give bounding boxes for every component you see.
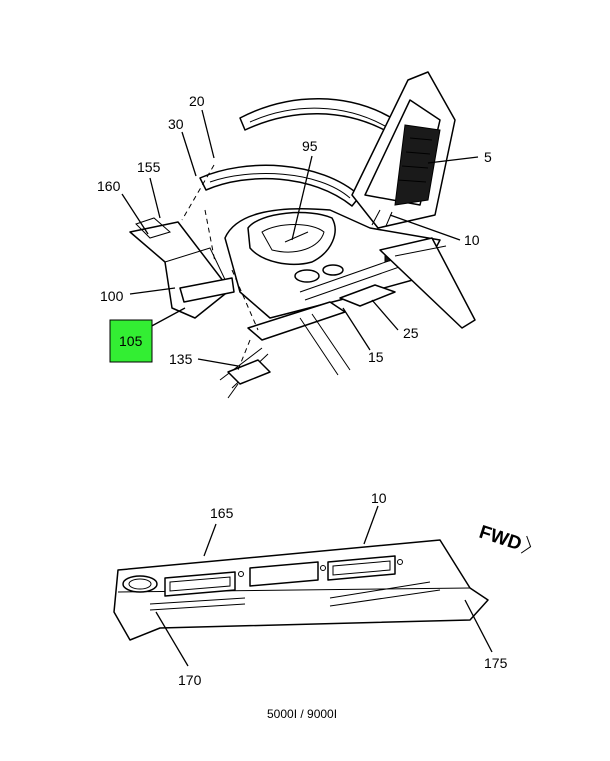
callout-175: 175 (484, 655, 508, 671)
leader-lines (121, 109, 493, 667)
callout-100: 100 (100, 288, 124, 304)
callout-135: 135 (169, 351, 193, 367)
callout-95: 95 (302, 138, 318, 154)
console-tray (247, 211, 336, 266)
trim-bar-lower (199, 164, 361, 207)
callout-30: 30 (168, 116, 184, 132)
callout-165: 165 (210, 505, 234, 521)
highlight-box-105[interactable] (109, 319, 153, 363)
bottom-assembly (113, 539, 489, 641)
model-caption: 5000I / 9000I (267, 707, 337, 721)
callout-20: 20 (189, 93, 205, 109)
fwd-arrow-icon (520, 535, 532, 554)
callout-10-bottom: 10 (371, 490, 387, 506)
callout-5: 5 (484, 149, 492, 165)
callout-155: 155 (137, 159, 161, 175)
side-panel (129, 221, 231, 319)
callout-105: 105 (119, 333, 143, 349)
bracket-135 (227, 359, 271, 385)
callout-160: 160 (97, 178, 121, 194)
fwd-indicator: FWD (476, 522, 532, 555)
callout-15: 15 (368, 349, 384, 365)
bracket-25 (339, 284, 396, 307)
trim-bar-upper (239, 98, 396, 133)
top-assembly (129, 71, 476, 399)
vent-center (249, 561, 319, 587)
callout-170: 170 (178, 672, 202, 688)
callout-25: 25 (403, 325, 419, 341)
fwd-label: FWD (476, 522, 524, 555)
callout-10-top: 10 (464, 232, 480, 248)
callout-labels: 20 30 155 160 95 5 10 100 105 25 135 15 … (97, 93, 508, 688)
